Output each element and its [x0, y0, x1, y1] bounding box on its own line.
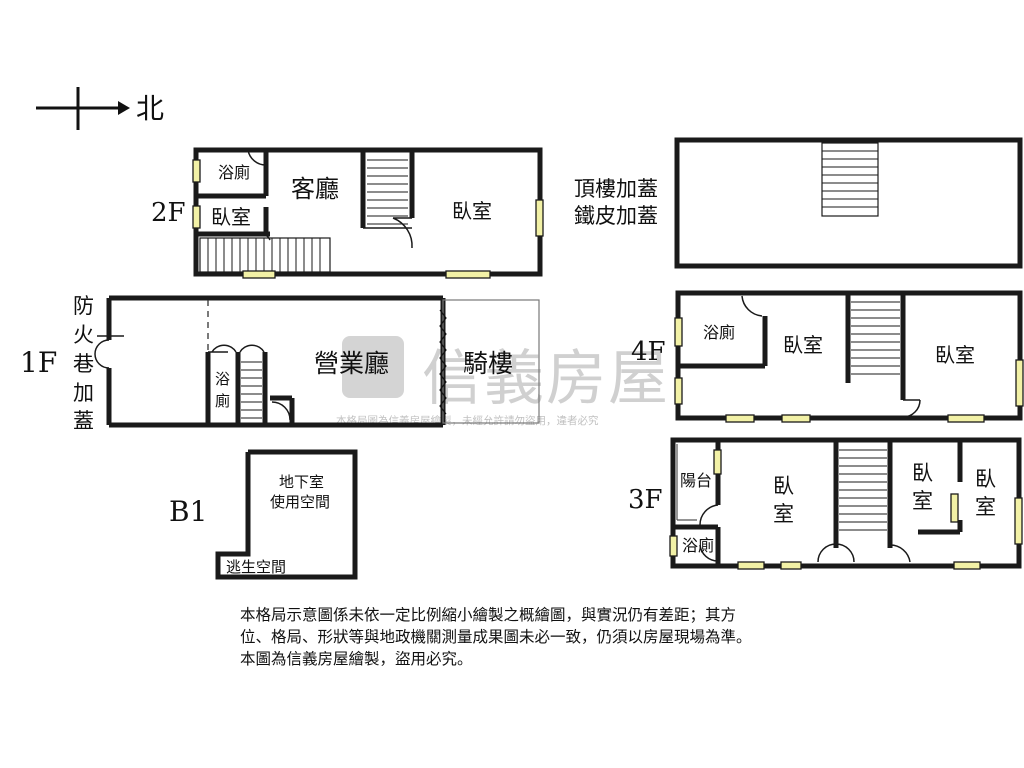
room-1f-shop: 營業廳 [314, 349, 389, 378]
svg-text:巷: 巷 [73, 352, 94, 376]
floor-4f-plan [674, 290, 1024, 423]
room-3f-bedroom-a-bottom: 室 [773, 502, 794, 526]
room-4f-bedroom-mid: 臥室 [783, 333, 823, 357]
room-4f-bath: 浴廁 [703, 323, 735, 342]
floor-4f-label: 4F [631, 337, 666, 367]
room-roof-addition-line2: 鐵皮加蓋 [574, 204, 658, 228]
floor-1f-plan [94, 295, 540, 428]
room-3f-bedroom-c-top: 臥 [975, 467, 996, 491]
floor-3f-label: 3F [628, 485, 663, 515]
svg-text:火: 火 [73, 323, 94, 347]
floor-2f-label: 2F [151, 198, 186, 228]
room-2f-bath: 浴廁 [218, 163, 250, 182]
compass-north-arrow-icon [36, 87, 130, 130]
room-b1-escape: 逃生空間 [226, 558, 286, 576]
svg-text:蓋: 蓋 [73, 409, 94, 433]
room-2f-bedroom-large: 臥室 [452, 199, 492, 223]
room-3f-bedroom-b-top: 臥 [912, 461, 933, 485]
watermark-logo-icon [342, 336, 404, 398]
room-3f-bath: 浴廁 [682, 536, 714, 555]
room-2f-living: 客廳 [291, 175, 339, 203]
room-b1-basement-line2: 使用空間 [270, 493, 330, 511]
svg-text:防: 防 [73, 294, 94, 318]
disclaimer-line-2: 位、格局、形狀等與地政機關測量成果圖未必一致，仍須以房屋現場為準。 [240, 628, 752, 646]
room-4f-bedroom-right: 臥室 [935, 343, 975, 367]
room-3f-balcony: 陽台 [680, 471, 712, 490]
room-3f-bedroom-b-bottom: 室 [912, 489, 933, 513]
room-3f-bedroom-c-bottom: 室 [975, 495, 996, 519]
floor-1f-label: 1F [20, 346, 57, 379]
compass-north-label: 北 [136, 92, 164, 125]
floor-b1-plan [215, 449, 358, 580]
room-1f-fire-lane: 防 火 巷 加 蓋 [73, 294, 94, 433]
watermark-brand: 信義房屋 [422, 344, 670, 414]
room-1f-arcade: 騎樓 [463, 349, 513, 378]
room-roof-addition-line1: 頂樓加蓋 [574, 177, 658, 201]
disclaimer-line-3: 本圖為信義房屋繪製，盜用必究。 [240, 650, 473, 668]
floor-2f-plan [192, 147, 544, 279]
floor-roof-plan [674, 137, 1023, 269]
room-2f-bedroom-small: 臥室 [211, 205, 251, 229]
floor-b1-label: B1 [169, 495, 207, 528]
room-b1-basement-line1: 地下室 [279, 473, 324, 491]
room-1f-bath-bottom: 廁 [215, 392, 230, 410]
room-3f-bedroom-a-top: 臥 [773, 474, 794, 498]
room-1f-bath-top: 浴 [215, 370, 230, 388]
disclaimer-line-1: 本格局示意圖係未依一定比例縮小繪製之概繪圖，與實況仍有差距；其方 [240, 606, 737, 624]
svg-text:加: 加 [73, 381, 94, 405]
disclaimer-notes: 本格局示意圖係未依一定比例縮小繪製之概繪圖，與實況仍有差距；其方 位、格局、形狀… [240, 604, 880, 670]
floor-3f-plan [669, 437, 1023, 570]
